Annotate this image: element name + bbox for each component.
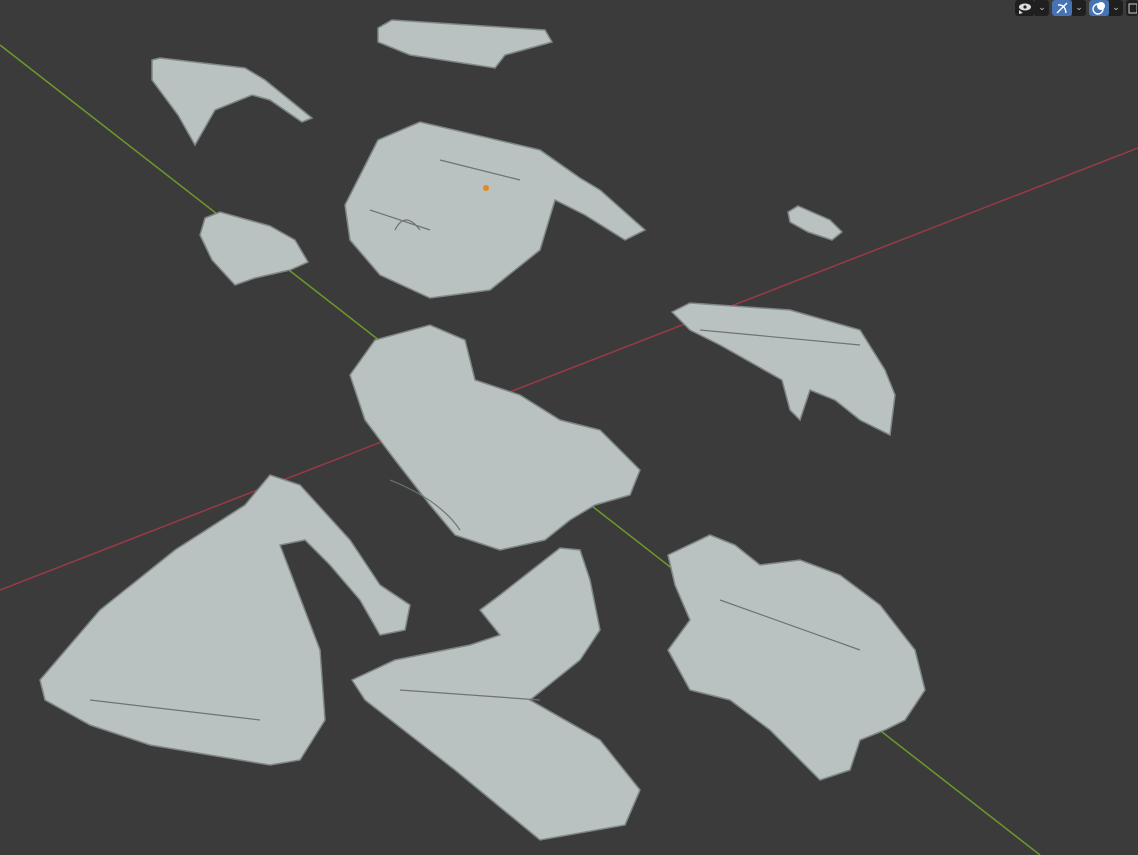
viewport-header-tools: ⌄ ⌄ ⌄ xyxy=(1015,0,1138,16)
part-detail-lines xyxy=(89,159,861,721)
gizmo-toggle-button[interactable] xyxy=(1052,0,1072,16)
part-top-plate[interactable] xyxy=(377,19,554,69)
xray-toggle-button[interactable] xyxy=(1126,0,1138,16)
part-engine-assembly[interactable] xyxy=(667,534,926,781)
overlays-dropdown[interactable]: ⌄ xyxy=(1109,0,1123,16)
part-lower-hull[interactable] xyxy=(39,474,411,766)
part-small-engine[interactable] xyxy=(199,211,310,286)
overlays-icon xyxy=(1089,0,1109,16)
visibility-eye-icon xyxy=(1015,0,1035,16)
part-stand-base[interactable] xyxy=(350,547,641,841)
part-side-wing[interactable] xyxy=(670,302,896,437)
part-canopy-frame[interactable] xyxy=(151,57,314,147)
gizmo-icon xyxy=(1052,0,1072,16)
chevron-down-icon: ⌄ xyxy=(1038,3,1046,13)
visibility-dropdown[interactable]: ⌄ xyxy=(1035,0,1049,16)
object-origin-dot xyxy=(483,185,489,191)
x-axis-line xyxy=(0,147,1138,591)
part-small-pin[interactable] xyxy=(787,205,844,241)
gizmo-dropdown[interactable]: ⌄ xyxy=(1072,0,1086,16)
visibility-button[interactable] xyxy=(1015,0,1035,16)
part-cockpit-hull[interactable] xyxy=(344,121,647,299)
xray-icon xyxy=(1126,0,1138,16)
overlays-toggle-button[interactable] xyxy=(1089,0,1109,16)
chevron-down-icon: ⌄ xyxy=(1112,3,1120,13)
chevron-down-icon: ⌄ xyxy=(1075,3,1083,13)
part-engine-core[interactable] xyxy=(349,324,641,551)
